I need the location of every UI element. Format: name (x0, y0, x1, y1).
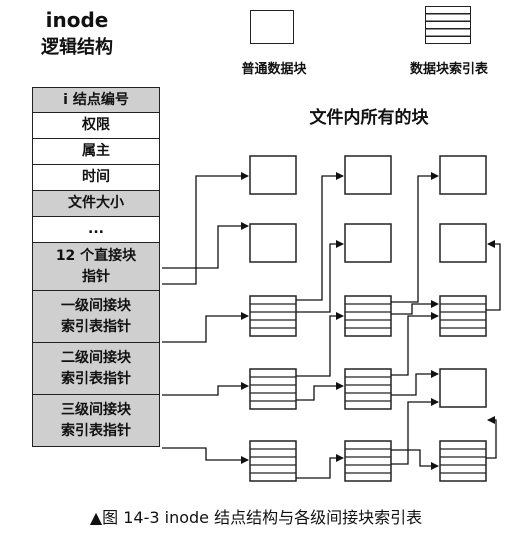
inode-row: i 结点编号 (32, 87, 160, 113)
inode-table: i 结点编号权限属主时间文件大小...12 个直接块 指针一级间接块 索引表指针… (32, 87, 160, 447)
data-block (344, 155, 392, 195)
data-block (439, 155, 487, 195)
legend-data-block-label: 普通数据块 (241, 62, 307, 77)
index-block (439, 295, 487, 337)
pointer-arrow (391, 449, 439, 470)
legend-index-block-label: 数据块索引表 (409, 62, 488, 77)
figure-caption: ▲图 14-3 inode 结点结构与各级间接块索引表 (89, 508, 423, 527)
data-block (249, 155, 297, 195)
pointer-arrow (162, 312, 249, 343)
pointer-arrow (391, 398, 439, 465)
inode-row: 二级间接块 索引表指针 (32, 343, 160, 395)
pointer-arrow (486, 416, 497, 459)
index-block-frame (344, 295, 392, 337)
pointer-arrow (391, 312, 439, 376)
inode-title: inode (45, 8, 109, 32)
inode-row: 文件大小 (32, 191, 160, 217)
pointer-arrow (162, 447, 249, 464)
pointer-arrow (162, 222, 249, 269)
index-block (249, 368, 297, 410)
inode-row: 一级间接块 索引表指针 (32, 291, 160, 343)
pointer-arrow (296, 312, 344, 377)
pointer-arrow (391, 300, 439, 315)
data-block (439, 368, 487, 408)
pointer-arrow (486, 240, 501, 311)
files-title: 文件内所有的块 (309, 108, 429, 128)
inode-row: 12 个直接块 指针 (32, 243, 160, 291)
pointer-arrow (391, 370, 439, 396)
pointer-arrow (391, 172, 439, 303)
index-block-frame (439, 295, 487, 337)
data-block (439, 223, 487, 263)
index-block (344, 440, 392, 482)
pointer-arrow (162, 172, 249, 285)
data-block (344, 223, 392, 263)
index-block-frame (344, 440, 392, 482)
index-block (344, 295, 392, 337)
index-block (439, 440, 487, 482)
legend-data-block-swatch (250, 10, 294, 44)
pointer-arrow (296, 382, 344, 401)
pointer-arrow (162, 382, 249, 396)
inode-row: 权限 (32, 113, 160, 139)
pointer-arrow (296, 240, 344, 313)
inode-row: 时间 (32, 165, 160, 191)
index-block (249, 440, 297, 482)
index-block-frame (249, 368, 297, 410)
inode-row: 三级间接块 索引表指针 (32, 395, 160, 447)
index-block-frame (439, 440, 487, 482)
legend-index-block-swatch (425, 6, 471, 44)
index-block-frame (249, 440, 297, 482)
pointer-arrow (296, 454, 344, 479)
data-block (249, 223, 297, 263)
index-block (344, 368, 392, 410)
index-block-frame (249, 295, 297, 337)
index-block (249, 295, 297, 337)
inode-subtitle: 逻辑结构 (41, 37, 113, 58)
inode-row: 属主 (32, 139, 160, 165)
pointer-arrow (296, 172, 344, 301)
inode-row: ... (32, 217, 160, 243)
index-block-frame (344, 368, 392, 410)
